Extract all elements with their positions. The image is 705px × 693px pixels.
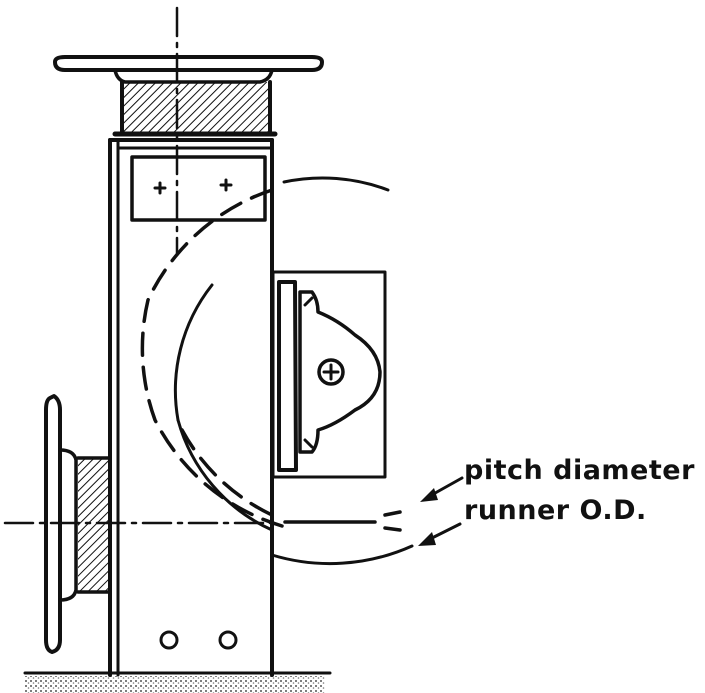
runner-bottom-arc: [270, 544, 414, 566]
runner-outer-arc-inner: [173, 283, 214, 422]
pitch-diameter-arc: [140, 188, 284, 528]
runner-outer-arc: [282, 176, 390, 192]
arrow-runner-icon: [418, 522, 462, 546]
plus-screw-icon: [153, 181, 167, 195]
ground-line: [23, 671, 332, 693]
top-hub: [112, 80, 278, 137]
mounting-hole-icon: [218, 630, 238, 650]
pitch-diameter-arc-2: [180, 428, 274, 517]
plus-screw-icon: [219, 178, 233, 192]
arrow-pitch-icon: [420, 476, 464, 502]
pitch-diameter-label: pitch diameter: [464, 455, 695, 486]
side-bracket: [271, 270, 387, 479]
left-flange: [44, 394, 112, 654]
pitch-dash-ends: [283, 510, 402, 532]
runner-outer-arc-lower: [176, 418, 274, 532]
top-plate: [53, 55, 324, 84]
runner-od-label: runner O.D.: [464, 495, 647, 526]
mounting-hole-icon: [159, 630, 179, 650]
round-screw-icon: [317, 358, 345, 386]
top-bracket: [130, 155, 267, 222]
